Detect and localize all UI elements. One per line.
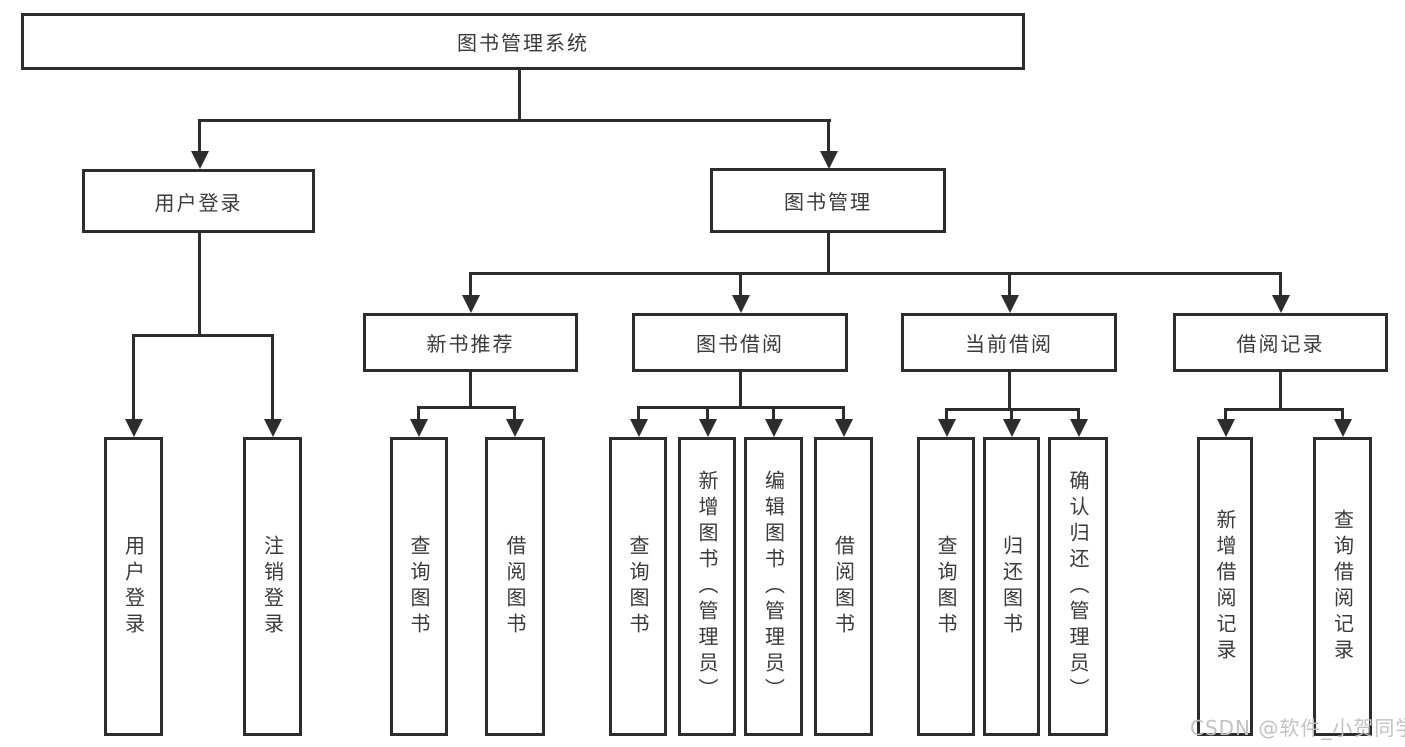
- leaf-query-books-borrow: 查询图书: [609, 437, 667, 736]
- arrow-down-icon: [699, 419, 717, 437]
- connector-to-leaf-logout: [271, 334, 274, 420]
- connector-to-leaf: [1010, 408, 1013, 421]
- connector-to-leaf: [1077, 408, 1080, 421]
- connector-to-leaf: [706, 406, 709, 421]
- connector-to-book-management: [827, 119, 830, 153]
- node-label: 借阅图书: [831, 534, 856, 639]
- node-label: 图书管理系统: [457, 31, 589, 55]
- connector-user-login-branch: [132, 334, 274, 337]
- arrow-down-icon: [125, 419, 143, 437]
- arrow-down-icon: [732, 295, 750, 313]
- node-label: 借阅图书: [503, 534, 527, 639]
- arrow-down-icon: [1001, 295, 1019, 313]
- arrow-down-icon: [1003, 419, 1021, 437]
- arrow-down-icon: [835, 419, 853, 437]
- connector-current-borrow-stem: [1008, 372, 1011, 408]
- node-user-login: 用户登录: [82, 169, 315, 233]
- connector-to-new-book-recommend: [469, 272, 472, 297]
- node-label: 确认归还（管理员）: [1066, 469, 1090, 704]
- node-label: 查询图书: [407, 534, 431, 639]
- arrow-down-icon: [410, 419, 428, 437]
- node-label: 查询图书: [934, 534, 958, 639]
- connector-to-leaf: [417, 406, 420, 421]
- connector-root-stem: [518, 70, 521, 119]
- connector-to-leaf-user-login: [132, 334, 135, 420]
- connector-user-login-stem: [198, 233, 201, 334]
- connector-to-current-borrow: [1008, 272, 1011, 297]
- connector-to-leaf: [637, 406, 640, 421]
- connector-book-management-stem: [827, 233, 830, 272]
- node-label: 新增借阅记录: [1213, 508, 1237, 665]
- leaf-edit-book-admin: 编辑图书（管理员）: [744, 437, 803, 736]
- node-label: 查询图书: [626, 534, 650, 639]
- arrow-down-icon: [820, 151, 838, 169]
- node-label: 编辑图书（管理员）: [761, 469, 786, 704]
- arrow-down-icon: [1334, 419, 1352, 437]
- arrow-down-icon: [1217, 419, 1235, 437]
- connector-to-leaf: [945, 408, 948, 421]
- connector-new-book-stem: [469, 372, 472, 406]
- leaf-confirm-return-admin: 确认归还（管理员）: [1048, 437, 1108, 736]
- node-label: 图书借阅: [696, 332, 784, 356]
- leaf-query-borrow-record: 查询借阅记录: [1313, 437, 1372, 736]
- node-current-borrow: 当前借阅: [901, 313, 1117, 372]
- arrow-down-icon: [938, 419, 956, 437]
- leaf-query-books-recommend: 查询图书: [390, 437, 448, 736]
- node-label: 借阅记录: [1236, 332, 1325, 356]
- connector-borrow-records-stem: [1279, 372, 1282, 408]
- leaf-query-books-current: 查询图书: [917, 437, 975, 736]
- connector-to-borrow-records: [1279, 272, 1282, 297]
- node-label: 新书推荐: [426, 332, 515, 356]
- node-label: 用户登录: [121, 534, 146, 639]
- node-label: 查询借阅记录: [1330, 508, 1355, 665]
- arrow-down-icon: [191, 151, 209, 169]
- connector-book-borrow-branch: [637, 406, 844, 409]
- node-book-borrow: 图书借阅: [632, 313, 848, 372]
- node-book-management: 图书管理: [710, 168, 946, 233]
- node-borrow-records: 借阅记录: [1173, 313, 1388, 372]
- node-label: 用户登录: [154, 190, 243, 215]
- node-label: 归还图书: [999, 534, 1024, 639]
- csdn-watermark: CSDN @软件_小贺同学: [1190, 716, 1405, 740]
- leaf-user-login: 用户登录: [104, 437, 163, 736]
- arrow-down-icon: [630, 419, 648, 437]
- leaf-logout: 注销登录: [243, 437, 302, 736]
- node-new-book-recommend: 新书推荐: [363, 313, 578, 372]
- arrow-down-icon: [506, 419, 524, 437]
- connector-to-leaf: [513, 406, 516, 421]
- connector-to-user-login: [198, 119, 201, 153]
- connector-to-leaf: [842, 406, 845, 421]
- leaf-add-borrow-record: 新增借阅记录: [1197, 437, 1253, 736]
- arrow-down-icon: [1272, 295, 1290, 313]
- arrow-down-icon: [264, 419, 282, 437]
- leaf-borrow-books: 借阅图书: [814, 437, 873, 736]
- connector-borrow-records-branch: [1224, 408, 1344, 411]
- connector-to-leaf: [1341, 408, 1344, 421]
- arrow-down-icon: [462, 295, 480, 313]
- leaf-borrow-books-recommend: 借阅图书: [485, 437, 545, 736]
- node-library-management-system: 图书管理系统: [21, 13, 1025, 70]
- leaf-return-book: 归还图书: [983, 437, 1040, 736]
- node-label: 当前借阅: [965, 332, 1053, 356]
- arrow-down-icon: [1070, 419, 1088, 437]
- connector-to-leaf: [1224, 408, 1227, 421]
- connector-to-book-borrow: [739, 272, 742, 297]
- arrow-down-icon: [765, 419, 783, 437]
- connector-book-borrow-stem: [739, 372, 742, 406]
- connector-book-management-branch: [469, 272, 1282, 275]
- connector-to-leaf: [772, 406, 775, 421]
- node-label: 图书管理: [784, 190, 872, 214]
- node-label: 注销登录: [260, 534, 285, 639]
- connector-root-branch: [198, 119, 831, 122]
- connector-new-book-branch: [417, 406, 516, 409]
- leaf-add-book-admin: 新增图书（管理员）: [678, 437, 736, 736]
- node-label: 新增图书（管理员）: [695, 469, 719, 704]
